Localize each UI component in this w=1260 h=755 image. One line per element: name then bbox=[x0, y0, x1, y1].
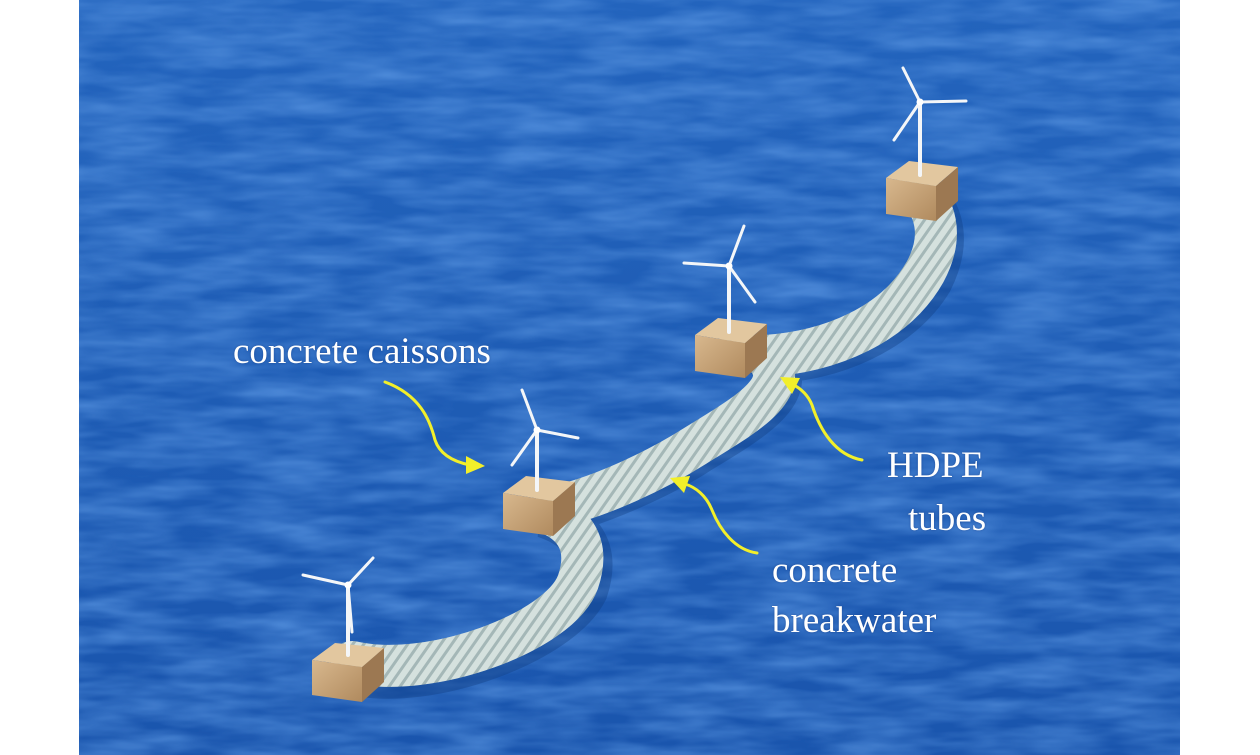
breakwater-edge bbox=[331, 169, 957, 687]
wind-turbine-1 bbox=[301, 556, 375, 657]
caissons-arrowhead bbox=[466, 456, 485, 474]
breakwater-chain bbox=[329, 169, 964, 699]
label-tubes: tubes bbox=[908, 498, 987, 539]
wind-turbine-2 bbox=[510, 388, 580, 492]
sea-ripples bbox=[79, 0, 1180, 755]
hdpe-arrowhead bbox=[780, 377, 800, 394]
wind-turbine-3 bbox=[682, 224, 757, 334]
callout-arrows bbox=[383, 377, 864, 555]
breakwater-body bbox=[331, 169, 957, 687]
hdpe-arrow bbox=[790, 382, 864, 462]
label-concrete-caissons: concrete caissons bbox=[233, 331, 491, 372]
label-hdpe: HDPE bbox=[887, 445, 984, 486]
breakwater-arrow bbox=[683, 482, 759, 555]
caisson-2 bbox=[503, 476, 575, 536]
label-breakwater: breakwater bbox=[772, 600, 937, 641]
label-concrete: concrete bbox=[772, 550, 898, 591]
breakwater-arrowhead bbox=[670, 476, 690, 493]
wind-turbine-4 bbox=[892, 66, 968, 177]
caissons-arrow bbox=[383, 380, 472, 467]
caisson-4 bbox=[886, 161, 958, 221]
